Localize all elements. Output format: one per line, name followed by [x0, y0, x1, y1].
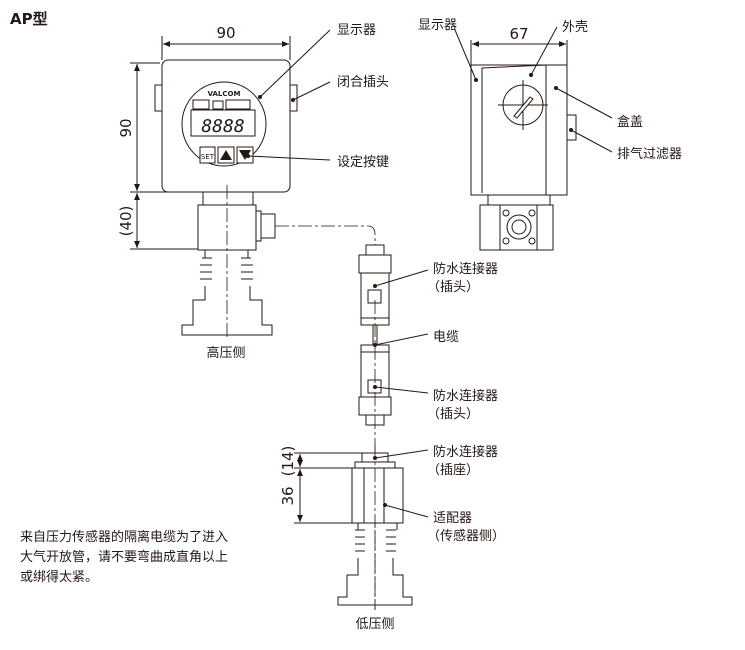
triangle-up-icon [220, 150, 232, 160]
set-button-label: SET [201, 153, 215, 161]
note-line: 或绑得太紧。 [20, 570, 99, 585]
front-view: 90 90 (40) VALCOM 8888 SET 高压侧 [117, 23, 389, 361]
side-view: 67 显示器 外壳 盒盖 排气过滤器 [418, 18, 682, 251]
label-wp-plug-1: 防水连接器 [433, 261, 498, 277]
label-housing: 外壳 [562, 20, 588, 35]
label-setting-keys: 设定按键 [337, 155, 389, 170]
label-display-front: 显示器 [337, 23, 376, 38]
label-wp-socket-sub: （插座） [427, 463, 479, 478]
label-display-side: 显示器 [418, 18, 457, 33]
dim-adapter-height: 36 [279, 486, 297, 505]
label-high-pressure-side: 高压侧 [206, 345, 245, 361]
label-cable: 电缆 [433, 329, 459, 345]
brand-logo: VALCOM [208, 90, 241, 98]
dim-socket-height: (14) [279, 446, 297, 477]
dim-front-width: 90 [216, 24, 235, 42]
label-adapter: 适配器 [433, 511, 472, 526]
label-wp-plug-2-sub: （插头） [427, 407, 479, 422]
label-wp-plug-2: 防水连接器 [433, 388, 498, 404]
dim-front-height: 90 [117, 118, 135, 137]
label-box-cover: 盒盖 [617, 114, 643, 130]
set-button[interactable] [199, 146, 216, 164]
note-line: 大气开放管，请不要弯曲成直角以上 [20, 550, 229, 565]
label-low-pressure-side: 低压侧 [355, 617, 394, 632]
triangle-down-icon [239, 150, 251, 160]
label-adapter-sub: （传感器侧） [427, 528, 505, 544]
cable-note: 来自压力传感器的隔离电缆为了进入 大气开放管，请不要弯曲成直角以上 或绑得太紧。 [20, 528, 260, 588]
cable-assembly: 低压侧 (14) 36 防水连接器 （插头） 电缆 防水连接器 （插头） 防水连… [275, 225, 505, 632]
label-vent-filter: 排气过滤器 [617, 146, 682, 162]
label-wp-plug-1-sub: （插头） [427, 280, 479, 295]
lcd-digits: 8888 [201, 116, 244, 137]
note-line: 来自压力传感器的隔离电缆为了进入 [20, 530, 229, 545]
label-wp-socket: 防水连接器 [433, 444, 498, 460]
dim-neck-height: (40) [117, 206, 135, 237]
diagram-title: AP型 [10, 10, 48, 28]
label-closing-plug: 闭合插头 [337, 75, 389, 90]
dim-side-width: 67 [509, 25, 528, 43]
